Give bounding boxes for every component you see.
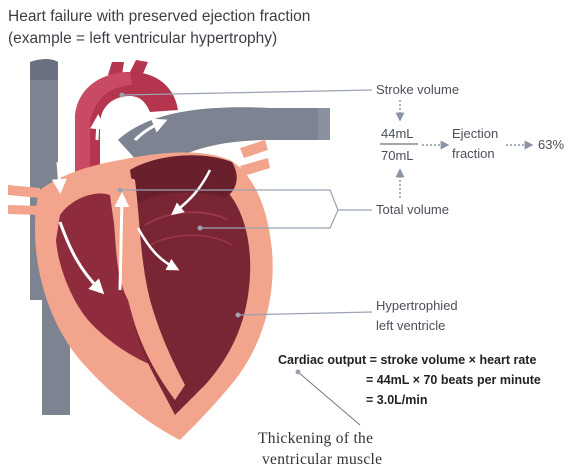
vena-cava-top (30, 59, 58, 80)
flow-arrow (58, 162, 60, 188)
caption-line1: Thickening of the (258, 430, 373, 448)
ef-denominator: 70mL (381, 148, 414, 163)
ef-label-line1: Ejection (452, 126, 498, 141)
label-hypertrophied-1: Hypertrophied (376, 298, 458, 313)
flow-arrow (97, 120, 98, 140)
cardiac-output-line2: = 44mL × 70 beats per minute (366, 373, 541, 387)
caption-line2: ventricular muscle (262, 451, 382, 469)
pulmonary-vein (8, 205, 40, 215)
leader-thickening (298, 372, 360, 425)
flow-arrow (120, 198, 122, 290)
pulmonary-vein (240, 140, 268, 158)
cardiac-output-line1: Cardiac output = stroke volume × heart r… (278, 353, 536, 367)
cardiac-output-line3: = 3.0L/min (366, 393, 427, 407)
ef-numerator: 44mL (381, 126, 414, 141)
label-stroke-volume: Stroke volume (376, 82, 459, 97)
label-hypertrophied-2: left ventricle (376, 318, 445, 333)
pulmonary-artery-end (318, 108, 330, 140)
label-total-volume: Total volume (376, 202, 449, 217)
ef-result: 63% (538, 137, 564, 152)
ef-label-line2: fraction (452, 146, 495, 161)
